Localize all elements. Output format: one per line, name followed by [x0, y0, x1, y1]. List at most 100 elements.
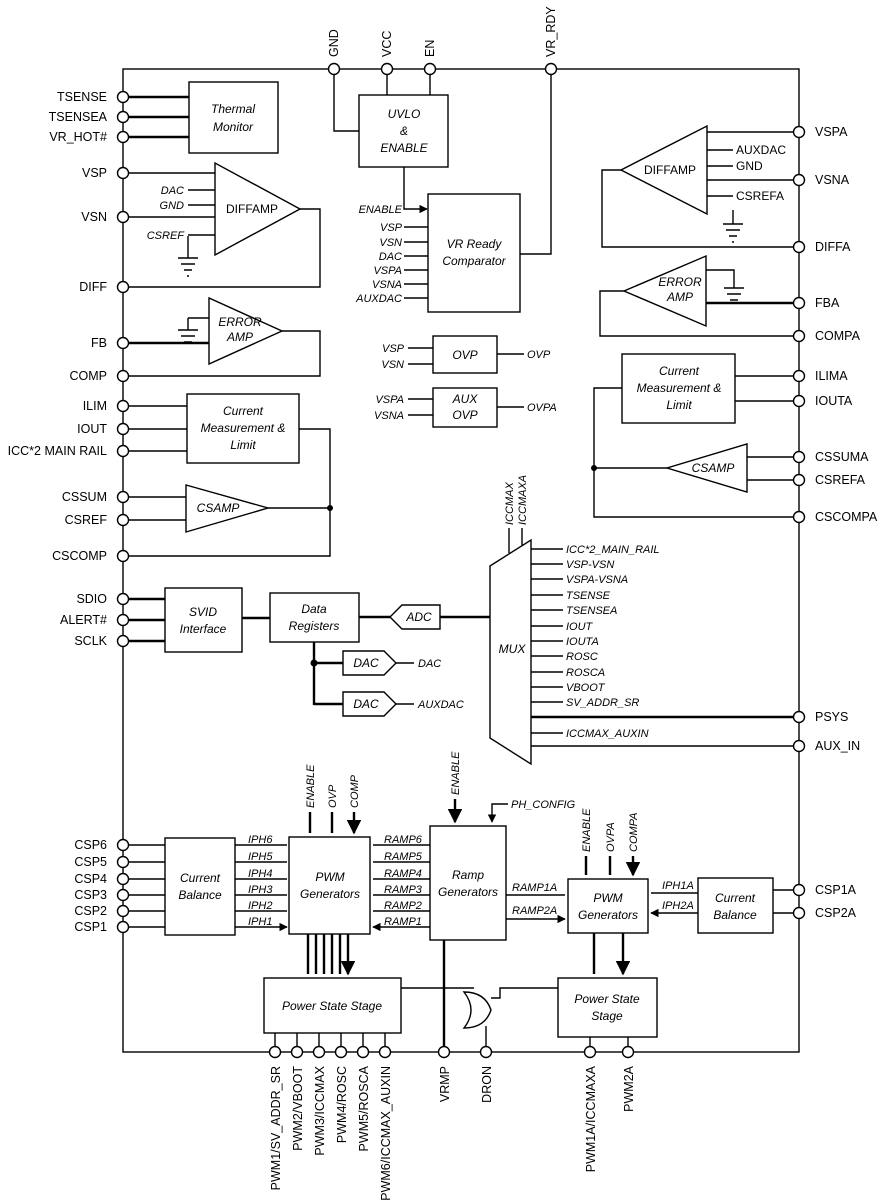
vr-rdy-pin	[544, 62, 558, 76]
diffamp-in-csref: CSREF	[147, 230, 186, 242]
dac-label: DAC	[353, 656, 379, 670]
csp1-label: CSP1	[74, 920, 107, 934]
diffa-label: DIFFA	[815, 240, 851, 254]
iph-signals: IPH6 IPH5 IPH4 IPH3 IPH2 IPH1	[235, 834, 287, 928]
vrr-in-auxdac: AUXDAC	[355, 293, 402, 305]
csp4-label: CSP4	[74, 872, 107, 886]
aux-ovp-title-2: OVP	[452, 408, 477, 422]
csref-label: CSREF	[65, 513, 108, 527]
dron-pin	[479, 1045, 493, 1059]
pss-a-title-1: Power State	[574, 992, 640, 1006]
iouta-label: IOUTA	[815, 394, 853, 408]
ramp2a: RAMP2A	[512, 905, 557, 917]
vrr-in-enable: ENABLE	[359, 204, 403, 216]
cur-meas-a-title-1: Current	[659, 364, 700, 378]
comp-label: COMP	[70, 369, 108, 383]
csamp-a-label: CSAMP	[692, 461, 735, 475]
error-amp-label-2: AMP	[226, 330, 253, 344]
gnd-pin	[327, 62, 341, 76]
comp-pin	[116, 369, 130, 383]
pwm-top-comp: COMP	[349, 774, 361, 808]
fba-label: FBA	[815, 296, 840, 310]
mux-in-9: VBOOT	[566, 682, 606, 694]
ramp5: RAMP5	[384, 851, 423, 863]
left-pins: TSENSE TSENSEA VR_HOT# VSP VSN DIFF FB C…	[8, 90, 130, 934]
tsense-pin	[116, 90, 130, 104]
iph-a-signals: IPH1A IPH2A	[651, 880, 698, 913]
current-meas-a-block: Current Measurement & Limit	[593, 353, 793, 518]
sclk-pin	[116, 634, 130, 648]
alert-pin	[116, 613, 130, 627]
pwm1a-label: PWM1A/ICCMAXA	[584, 1065, 598, 1172]
diffa-pin	[792, 240, 806, 254]
thermal-title-2: Monitor	[213, 120, 254, 134]
pwm6-label: PWM6/ICCMAX_AUXIN	[379, 1066, 393, 1200]
cssuma-label: CSSUMA	[815, 450, 869, 464]
csamp-block: CSAMP	[129, 484, 333, 533]
pwm-a-top-compa: COMPA	[628, 812, 640, 852]
mux-block: MUX ICCMAX ICCMAXA ICC*2_MAIN_RAIL VSP-V…	[489, 475, 793, 766]
cur-bal-a-title-2: Balance	[713, 908, 757, 922]
pwm3-pin	[312, 1045, 326, 1059]
mux-in-5: IOUT	[566, 621, 594, 633]
pwm2a-label: PWM2A	[622, 1065, 636, 1112]
pwm5-label: PWM5/ROSCA	[357, 1065, 371, 1151]
diffamp-label: DIFFAMP	[226, 202, 278, 216]
vrmp-label: VRMP	[438, 1066, 452, 1102]
thermal-title-1: Thermal	[211, 102, 255, 116]
mux-in-1: VSP-VSN	[566, 559, 614, 571]
uvlo-title-2: &	[400, 124, 408, 138]
vsp-label: VSP	[82, 166, 107, 180]
pwm-a-top-ovpa: OVPA	[605, 822, 617, 852]
svid-block: SVID Interface	[129, 587, 270, 653]
fb-label: FB	[91, 336, 107, 350]
tsensea-label: TSENSEA	[49, 110, 108, 124]
vr-rdy-label: VR_RDY	[544, 6, 558, 57]
ramp-generators-block: Ramp Generators ENABLE PH_CONFIG RAMP1A …	[429, 751, 576, 1046]
diffamp-a-in-csrefa: CSREFA	[736, 189, 784, 203]
auxdac-block: DAC AUXDAC	[342, 691, 464, 717]
power-state-stage-a-block: Power State Stage	[557, 977, 658, 1046]
uvlo-title-1: UVLO	[388, 107, 421, 121]
vsn-label: VSN	[81, 210, 107, 224]
vr-hot-pin	[116, 130, 130, 144]
vrr-title-2: Comparator	[442, 254, 506, 268]
sdio-label: SDIO	[76, 592, 107, 606]
vrr-in-vspa: VSPA	[373, 265, 402, 277]
diffamp-in-dac: DAC	[161, 185, 184, 197]
iph1a: IPH1A	[662, 880, 694, 892]
icc-main-label: ICC*2 MAIN RAIL	[8, 444, 107, 458]
csamp-label: CSAMP	[197, 501, 240, 515]
pwm-generators-block: PWM Generators ENABLE OVP COMP	[288, 764, 371, 974]
diff-label: DIFF	[79, 280, 107, 294]
aux-ovp-in-vspa: VSPA	[375, 394, 404, 406]
data-registers-block: Data Registers	[269, 592, 390, 706]
cscomp-pin	[116, 549, 130, 563]
en-pin	[423, 62, 437, 76]
vrr-in-vsna: VSNA	[372, 279, 402, 291]
cssum-label: CSSUM	[62, 490, 107, 504]
error-amp-label-1: ERROR	[218, 315, 262, 329]
adc-label: ADC	[405, 610, 432, 624]
iph3: IPH3	[248, 884, 273, 896]
pwm5-pin	[356, 1045, 370, 1059]
csp6-label: CSP6	[74, 838, 107, 852]
fb-pin	[116, 336, 130, 350]
csp4-pin	[116, 872, 130, 886]
iout-label: IOUT	[77, 422, 107, 436]
iout-pin	[116, 422, 130, 436]
pwm-generators-a-block: PWM Generators ENABLE OVPA COMPA	[567, 808, 649, 974]
power-state-stage-block: Power State Stage	[263, 977, 474, 1046]
current-meas-block: Current Measurement & Limit	[129, 393, 331, 557]
tsensea-pin	[116, 110, 130, 124]
auxdac-out: AUXDAC	[417, 699, 464, 711]
diff-pin	[116, 280, 130, 294]
aux-ovp-out: OVPA	[527, 402, 557, 414]
ramp6: RAMP6	[384, 834, 423, 846]
pwm2-label: PWM2/VBOOT	[291, 1066, 305, 1151]
vcc-pin	[380, 62, 394, 76]
right-pins: VSPA VSNA DIFFA FBA COMPA ILIMA IOUTA CS…	[792, 125, 878, 920]
cur-meas-title-2: Measurement &	[201, 421, 286, 435]
ovp-out: OVP	[527, 349, 551, 361]
vsna-pin	[792, 173, 806, 187]
